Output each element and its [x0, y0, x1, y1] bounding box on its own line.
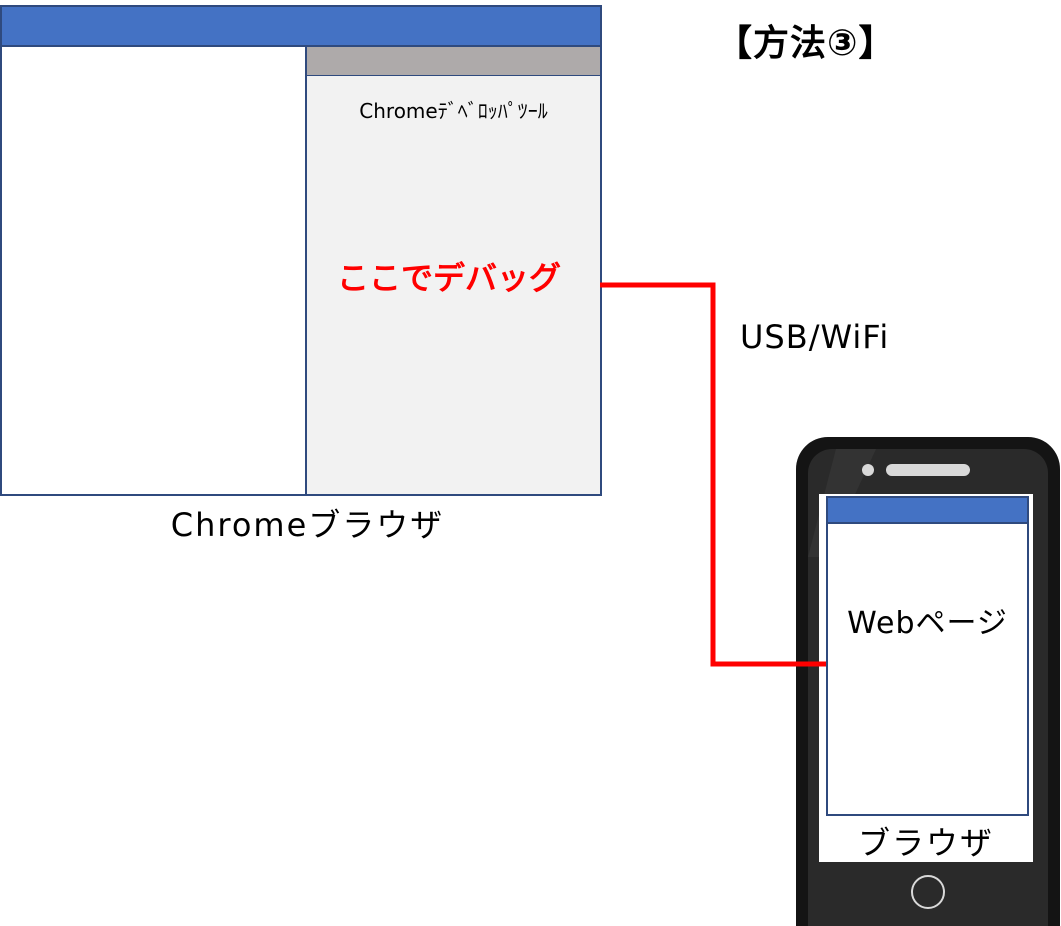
- browser-title-bar: [2, 7, 600, 47]
- phone-browser-view: Webページ: [826, 496, 1029, 816]
- phone-screen: Webページ ブラウザ: [819, 494, 1033, 862]
- debug-here-label: ここでデバッグ: [337, 259, 562, 297]
- home-button-icon: [911, 875, 945, 909]
- phone-browser-title-bar: [828, 498, 1027, 524]
- smartphone: Webページ ブラウザ: [796, 437, 1060, 926]
- chrome-browser-window: Chromeﾃﾞﾍﾞﾛｯﾊﾟﾂｰﾙ ここでデバッグ: [0, 5, 602, 496]
- phone-speaker-icon: [886, 464, 970, 476]
- phone-camera-icon: [862, 464, 874, 476]
- phone-browser-caption: ブラウザ: [857, 824, 994, 862]
- devtools-header-bar: [307, 47, 600, 76]
- chrome-browser-caption: Chromeブラウザ: [170, 506, 445, 544]
- devtools-pane: Chromeﾃﾞﾍﾞﾛｯﾊﾟﾂｰﾙ ここでデバッグ: [307, 47, 600, 494]
- connection-label: USB/WiFi: [740, 318, 890, 356]
- diagram-heading: 【方法③】: [716, 23, 896, 64]
- devtools-title: Chromeﾃﾞﾍﾞﾛｯﾊﾟﾂｰﾙ: [359, 99, 548, 123]
- phone-webpage-label: Webページ: [847, 606, 1008, 641]
- browser-page-pane: [2, 47, 307, 494]
